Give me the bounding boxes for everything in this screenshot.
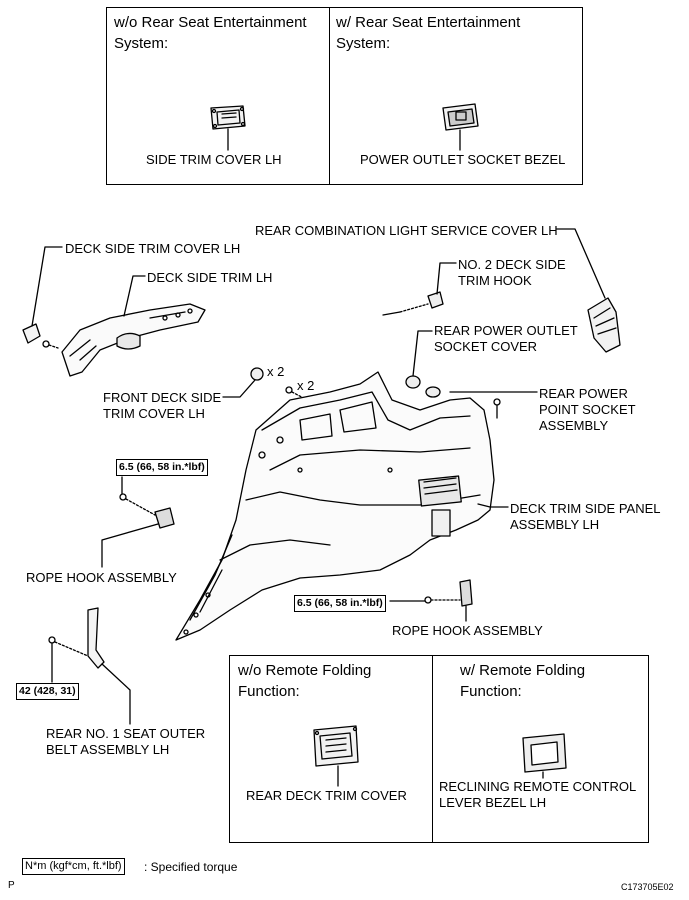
reclining-bezel-label-2: LEVER BEZEL LH	[439, 795, 547, 810]
power-outlet-bezel-label: POWER OUTLET SOCKET BEZEL	[360, 152, 566, 167]
side-trim-cover-part	[210, 105, 246, 151]
deck-side-trim-cover-label: DECK SIDE TRIM COVER LH	[65, 241, 241, 256]
no2-trim-hook-label-2: TRIM HOOK	[458, 273, 532, 288]
light-service-cover-part	[556, 228, 621, 353]
deck-side-trim-cover-part	[22, 246, 63, 344]
top-right-title-line1: w/ Rear Seat Entertainment	[336, 14, 521, 31]
figure-code: C173705E02	[621, 882, 674, 892]
front-deck-cover-label-2: TRIM COVER LH	[103, 406, 205, 421]
corner-mark: P	[8, 880, 15, 891]
clip-part	[42, 340, 59, 349]
trim-hook-part	[382, 262, 457, 316]
rope-hook-right-label: ROPE HOOK ASSEMBLY	[392, 623, 543, 638]
torque-rope-hook-right: 6.5 (66, 58 in.*lbf)	[294, 595, 386, 612]
deck-side-trim-part	[61, 275, 206, 377]
deck-trim-side-panel-part	[175, 371, 509, 641]
reclining-bezel-label-1: RECLINING REMOTE CONTROL	[439, 779, 637, 794]
top-option-box	[106, 7, 583, 185]
rear-deck-trim-cover-part	[313, 725, 359, 787]
rope-hook-left-part	[101, 476, 175, 568]
no2-trim-hook-label-1: NO. 2 DECK SIDE	[458, 257, 566, 272]
bottom-left-title-line1: w/o Remote Folding	[238, 662, 372, 679]
clip-qty: x 2	[297, 378, 315, 393]
top-left-title-line2: System:	[114, 35, 169, 52]
top-left-title-line1: w/o Rear Seat Entertainment	[114, 14, 307, 31]
reclining-bezel-part	[522, 733, 567, 779]
bottom-left-title-line2: Function:	[238, 683, 300, 700]
rear-deck-trim-cover-label: REAR DECK TRIM COVER	[246, 788, 407, 803]
bottom-box-divider	[432, 655, 433, 842]
power-outlet-bezel-part	[442, 103, 479, 151]
top-box-divider	[329, 7, 330, 184]
seat-belt-label-2: BELT ASSEMBLY LH	[46, 742, 170, 757]
power-outlet-cover-label-1: REAR POWER OUTLET	[434, 323, 578, 338]
power-point-socket-label-2: POINT SOCKET	[539, 402, 636, 417]
rope-hook-left-label: ROPE HOOK ASSEMBLY	[26, 570, 177, 585]
deck-trim-panel-label-1: DECK TRIM SIDE PANEL	[510, 501, 661, 516]
front-deck-cover-part	[222, 367, 316, 405]
torque-seat-belt: 42 (428, 31)	[16, 683, 79, 700]
side-trim-cover-label: SIDE TRIM COVER LH	[146, 152, 282, 167]
power-outlet-cover-part	[405, 330, 538, 419]
deck-trim-panel-label-2: ASSEMBLY LH	[510, 517, 600, 532]
power-point-socket-label-3: ASSEMBLY	[539, 418, 609, 433]
seat-belt-part	[48, 607, 131, 725]
front-cover-qty: x 2	[267, 364, 285, 379]
rope-hook-right-part	[389, 579, 473, 622]
power-point-socket-label-1: REAR POWER	[539, 386, 628, 401]
bottom-right-title-line1: w/ Remote Folding	[460, 662, 586, 679]
legend-text: : Specified torque	[144, 860, 238, 874]
bottom-option-box	[229, 655, 649, 843]
legend-torque-unit: N*m (kgf*cm, ft.*lbf)	[22, 858, 125, 875]
torque-rope-hook-left: 6.5 (66, 58 in.*lbf)	[116, 459, 208, 476]
seat-belt-label-1: REAR NO. 1 SEAT OUTER	[46, 726, 206, 741]
front-deck-cover-label-1: FRONT DECK SIDE	[103, 390, 222, 405]
top-right-title-line2: System:	[336, 35, 391, 52]
deck-side-trim-label: DECK SIDE TRIM LH	[147, 270, 273, 285]
power-outlet-cover-label-2: SOCKET COVER	[434, 339, 538, 354]
rear-combination-light-cover-label: REAR COMBINATION LIGHT SERVICE COVER LH	[255, 223, 558, 238]
bottom-right-title-line2: Function:	[460, 683, 522, 700]
